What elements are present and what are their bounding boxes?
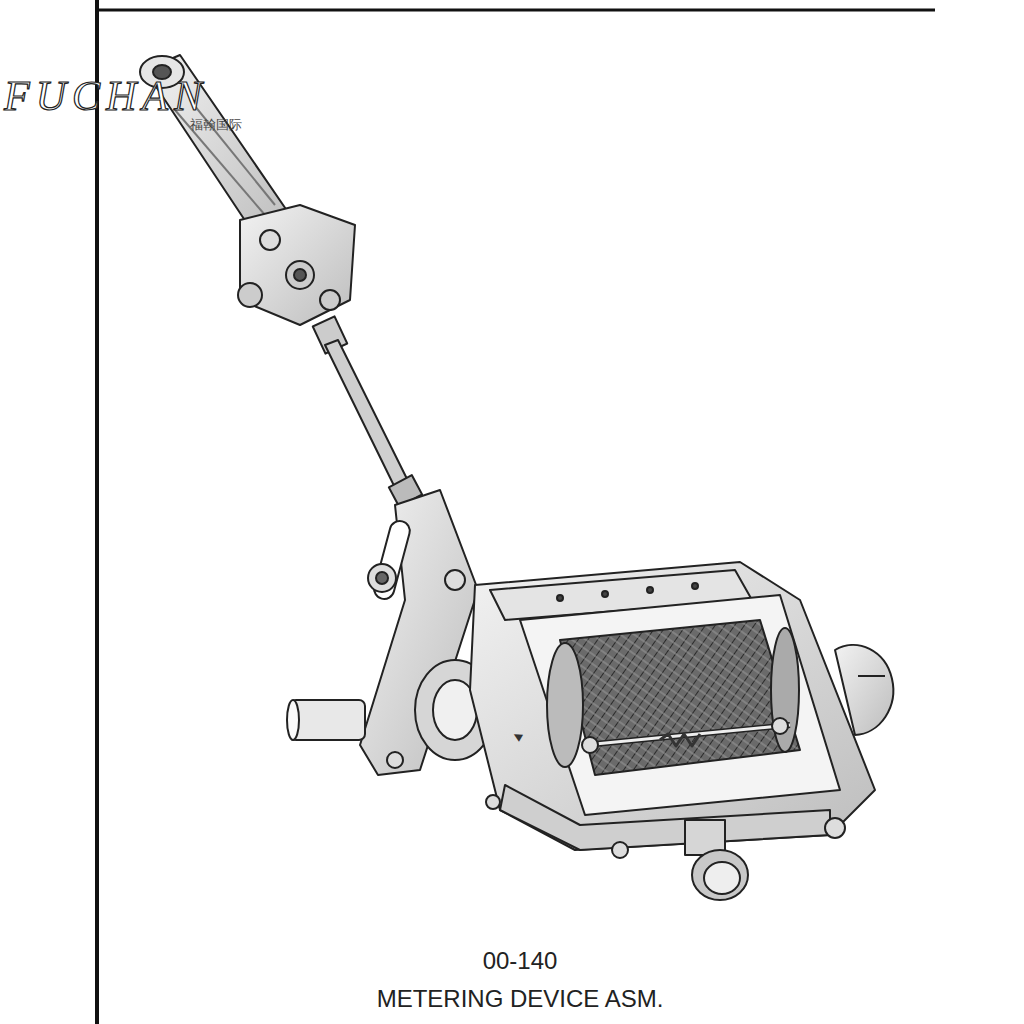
part-number: 00-140 (483, 947, 558, 975)
mechanism: ▲ (140, 55, 893, 900)
frame-line (95, 0, 99, 1024)
svg-text:▲: ▲ (507, 726, 527, 746)
frame-line (97, 9, 935, 12)
caption: METERING DEVICE ASM. (377, 985, 664, 1013)
watermark: FUCHAN (4, 72, 208, 120)
watermark-chinese: 福翰国际 (190, 116, 242, 134)
